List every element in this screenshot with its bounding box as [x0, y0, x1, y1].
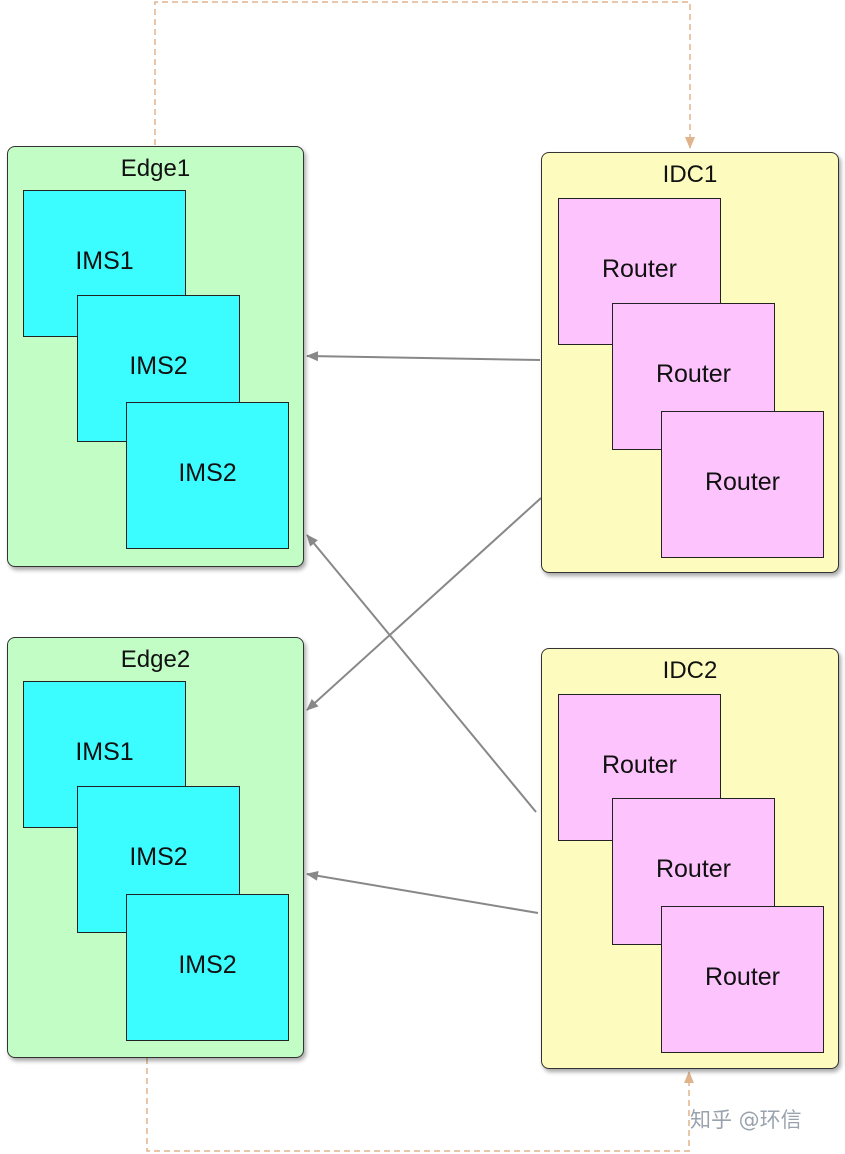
- group-idc2: IDC2 Router Router Router: [541, 648, 839, 1069]
- group-title-idc2: IDC2: [662, 657, 718, 684]
- link-idc2-edge1: [306, 534, 537, 813]
- group-idc1: IDC1 Router Router Router: [541, 152, 839, 573]
- dashed-link-edge2-idc2: [146, 1058, 694, 1152]
- node-label: IMS2: [178, 459, 237, 487]
- link-idc1-edge1: [306, 351, 541, 362]
- group-title-edge2: Edge2: [120, 646, 191, 673]
- node-label: IMS2: [129, 843, 188, 871]
- node-label: IMS1: [75, 247, 134, 275]
- watermark: 知乎 @环信: [690, 1108, 802, 1132]
- link-idc1-edge2: [306, 497, 542, 711]
- node-idc2-router-3: Router: [661, 906, 824, 1053]
- node-label: Router: [601, 255, 678, 283]
- node-idc1-router-3: Router: [661, 411, 824, 558]
- group-title-idc1: IDC1: [662, 161, 718, 188]
- node-label: IMS2: [129, 352, 188, 380]
- node-label: Router: [704, 468, 781, 496]
- node-label: Router: [655, 855, 732, 883]
- node-label: IMS2: [178, 951, 237, 979]
- group-title-edge1: Edge1: [120, 155, 191, 182]
- dashed-link-edge1-idc1: [154, 1, 695, 149]
- group-edge1: Edge1 IMS1 IMS2 IMS2: [7, 146, 304, 567]
- node-edge1-ims-3: IMS2: [126, 402, 289, 549]
- node-label: Router: [655, 360, 732, 388]
- node-label: Router: [704, 963, 781, 991]
- node-label: IMS1: [75, 738, 134, 766]
- node-edge2-ims-3: IMS2: [126, 894, 289, 1041]
- link-idc2-edge2: [306, 870, 539, 914]
- node-label: Router: [601, 751, 678, 779]
- group-edge2: Edge2 IMS1 IMS2 IMS2: [7, 637, 304, 1058]
